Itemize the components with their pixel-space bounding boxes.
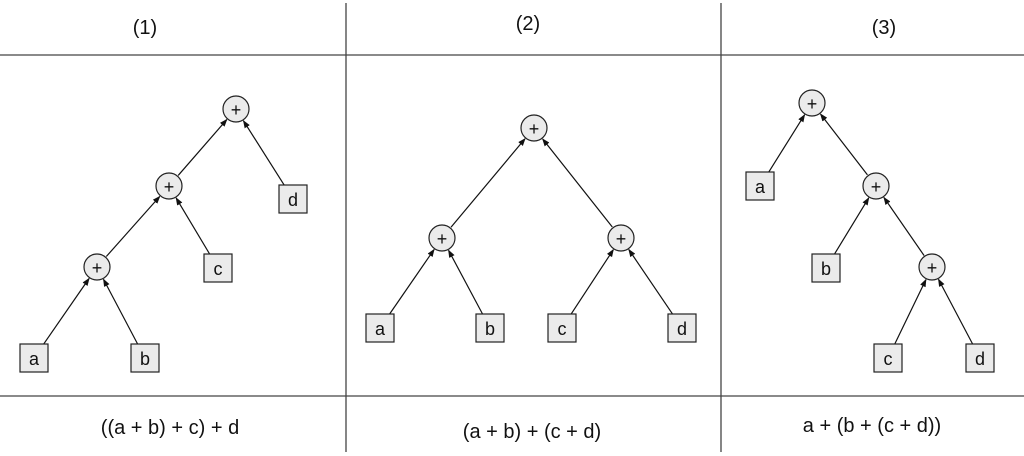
panel-1-leaf-node-a — [19, 343, 49, 373]
panel-2-leaf-node-d — [667, 313, 697, 343]
panel-3-node-label-low: + — [927, 258, 938, 278]
panel-1-edge-low-to-mid — [105, 195, 161, 257]
panel-2-header: (2) — [516, 13, 540, 35]
panel-1-leaf-node-d — [278, 184, 308, 214]
panel-3-expression: a + (b + (c + d)) — [803, 415, 941, 437]
panel-1-plus-node-low — [83, 253, 111, 281]
panel-2-leaf-node-c — [547, 313, 577, 343]
panel-3-leaf-node-d — [965, 343, 995, 373]
panel-3-node-label-c: c — [884, 349, 893, 369]
panel-2-leaf-node-a — [365, 313, 395, 343]
panel-1-node-label-a: a — [29, 349, 40, 369]
panel-1-node-label-c: c — [214, 259, 223, 279]
panel-2-node-label-a: a — [375, 319, 386, 339]
panel-3-node-label-d: d — [975, 349, 985, 369]
panel-2-node-label-left: + — [437, 229, 448, 249]
panel-3-node-label-root: + — [807, 94, 818, 114]
panel-1-leaf-node-b — [130, 343, 160, 373]
panel-2-leaf-node-b — [475, 313, 505, 343]
panel-2-edge-right-to-root — [542, 138, 613, 228]
panel-2-node-label-b: b — [485, 319, 495, 339]
panel-2-expression: (a + b) + (c + d) — [463, 421, 601, 443]
panel-3-edge-d-to-low — [938, 278, 974, 346]
panel-2-node-label-c: c — [558, 319, 567, 339]
panel-2-plus-node-root — [520, 114, 548, 142]
grid-lines — [0, 3, 1024, 452]
panel-2-edge-b-to-left — [448, 249, 484, 316]
panel-3-node-label-b: b — [821, 259, 831, 279]
panel-2-node-label-d: d — [677, 319, 687, 339]
panel-2-edge-left-to-root — [450, 137, 526, 228]
panel-1-edge-b-to-low — [103, 278, 139, 346]
panel-3-leaf-node-b — [811, 253, 841, 283]
panel-3-leaf-node-a — [745, 171, 775, 201]
panel-1-node-label-mid: + — [164, 177, 175, 197]
panel-2-node-label-right: + — [616, 229, 627, 249]
panel-1-header: (1) — [133, 17, 157, 39]
panel-1-node-label-d: d — [288, 190, 298, 210]
panel-1-plus-node-root — [222, 95, 250, 123]
panel-2-edge-a-to-left — [388, 248, 435, 316]
panel-1-node-label-low: + — [92, 258, 103, 278]
panel-3-edge-c-to-low — [893, 278, 927, 345]
panel-2-plus-node-right — [607, 224, 635, 252]
panel-1-node-label-b: b — [140, 349, 150, 369]
panel-2-edge-d-to-right — [628, 248, 675, 316]
panel-1-plus-node-mid — [155, 172, 183, 200]
panel-2-node-label-root: + — [529, 119, 540, 139]
panel-3-leaf-node-c — [873, 343, 903, 373]
panel-3-edge-mid-to-root — [819, 113, 868, 176]
panel-1-leaf-node-c — [203, 253, 233, 283]
panel-1-edge-d-to-root — [242, 119, 286, 187]
panel-3-header: (3) — [872, 17, 896, 39]
panel-3-node-label-a: a — [755, 177, 766, 197]
panel-3-plus-node-mid — [862, 172, 890, 200]
panel-3-edge-low-to-mid — [883, 196, 925, 256]
panel-3-edge-a-to-root — [767, 114, 806, 174]
panel-2-plus-node-left — [428, 224, 456, 252]
panel-1-edge-a-to-low — [42, 277, 90, 347]
panel-3-node-label-mid: + — [871, 177, 882, 197]
panel-2-edge-c-to-right — [569, 248, 614, 316]
panel-1-node-label-root: + — [231, 100, 242, 120]
panel-1-expression: ((a + b) + c) + d — [101, 417, 239, 439]
panel-1-edge-mid-to-root — [177, 118, 228, 176]
panel-3-plus-node-low — [918, 253, 946, 281]
panel-1-edge-c-to-mid — [175, 197, 211, 256]
panel-3-plus-node-root — [798, 89, 826, 117]
panel-3-edge-b-to-mid — [833, 197, 870, 256]
